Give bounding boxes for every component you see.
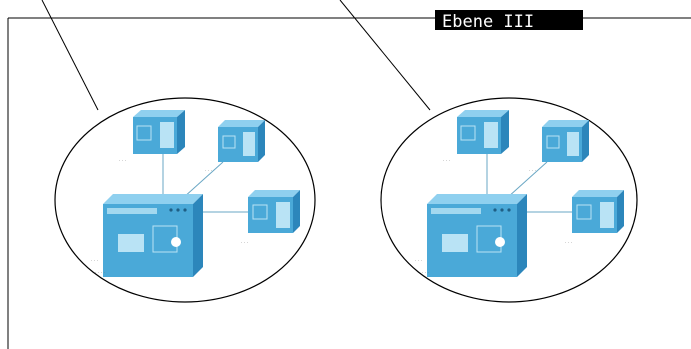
cluster-right: [380, 97, 638, 303]
level-label-text: Ebene III: [442, 12, 534, 32]
leader-lines: [41, 0, 431, 111]
cluster-left: [54, 97, 316, 303]
level-label: Ebene III: [435, 10, 583, 32]
frame: [7, 17, 691, 349]
